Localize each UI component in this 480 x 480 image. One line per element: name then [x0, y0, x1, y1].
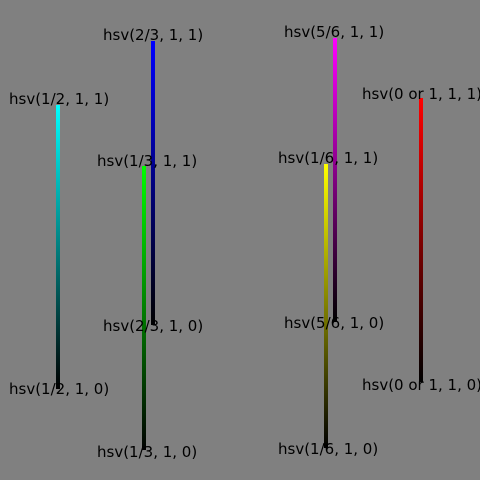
label-magenta-top: hsv(5/6, 1, 1): [284, 23, 385, 41]
label-cyan-top: hsv(1/2, 1, 1): [9, 90, 110, 108]
gradient-line-cyan: [56, 105, 60, 389]
gradient-line-red: [419, 98, 423, 382]
gradient-line-yellow: [324, 164, 328, 448]
label-blue-top: hsv(2/3, 1, 1): [103, 26, 204, 44]
gradient-line-green: [142, 166, 146, 450]
gradient-line-blue: [151, 41, 155, 325]
gradient-line-magenta: [333, 38, 337, 322]
label-red-bottom: hsv(0 or 1, 1, 0): [362, 376, 480, 394]
label-magenta-bottom: hsv(5/6, 1, 0): [284, 314, 385, 332]
label-blue-bottom: hsv(2/3, 1, 0): [103, 317, 204, 335]
label-green-bottom: hsv(1/3, 1, 0): [97, 443, 198, 461]
label-yellow-bottom: hsv(1/6, 1, 0): [278, 440, 379, 458]
label-yellow-top: hsv(1/6, 1, 1): [278, 149, 379, 167]
label-cyan-bottom: hsv(1/2, 1, 0): [9, 380, 110, 398]
label-red-top: hsv(0 or 1, 1, 1): [362, 85, 480, 103]
label-green-top: hsv(1/3, 1, 1): [97, 152, 198, 170]
